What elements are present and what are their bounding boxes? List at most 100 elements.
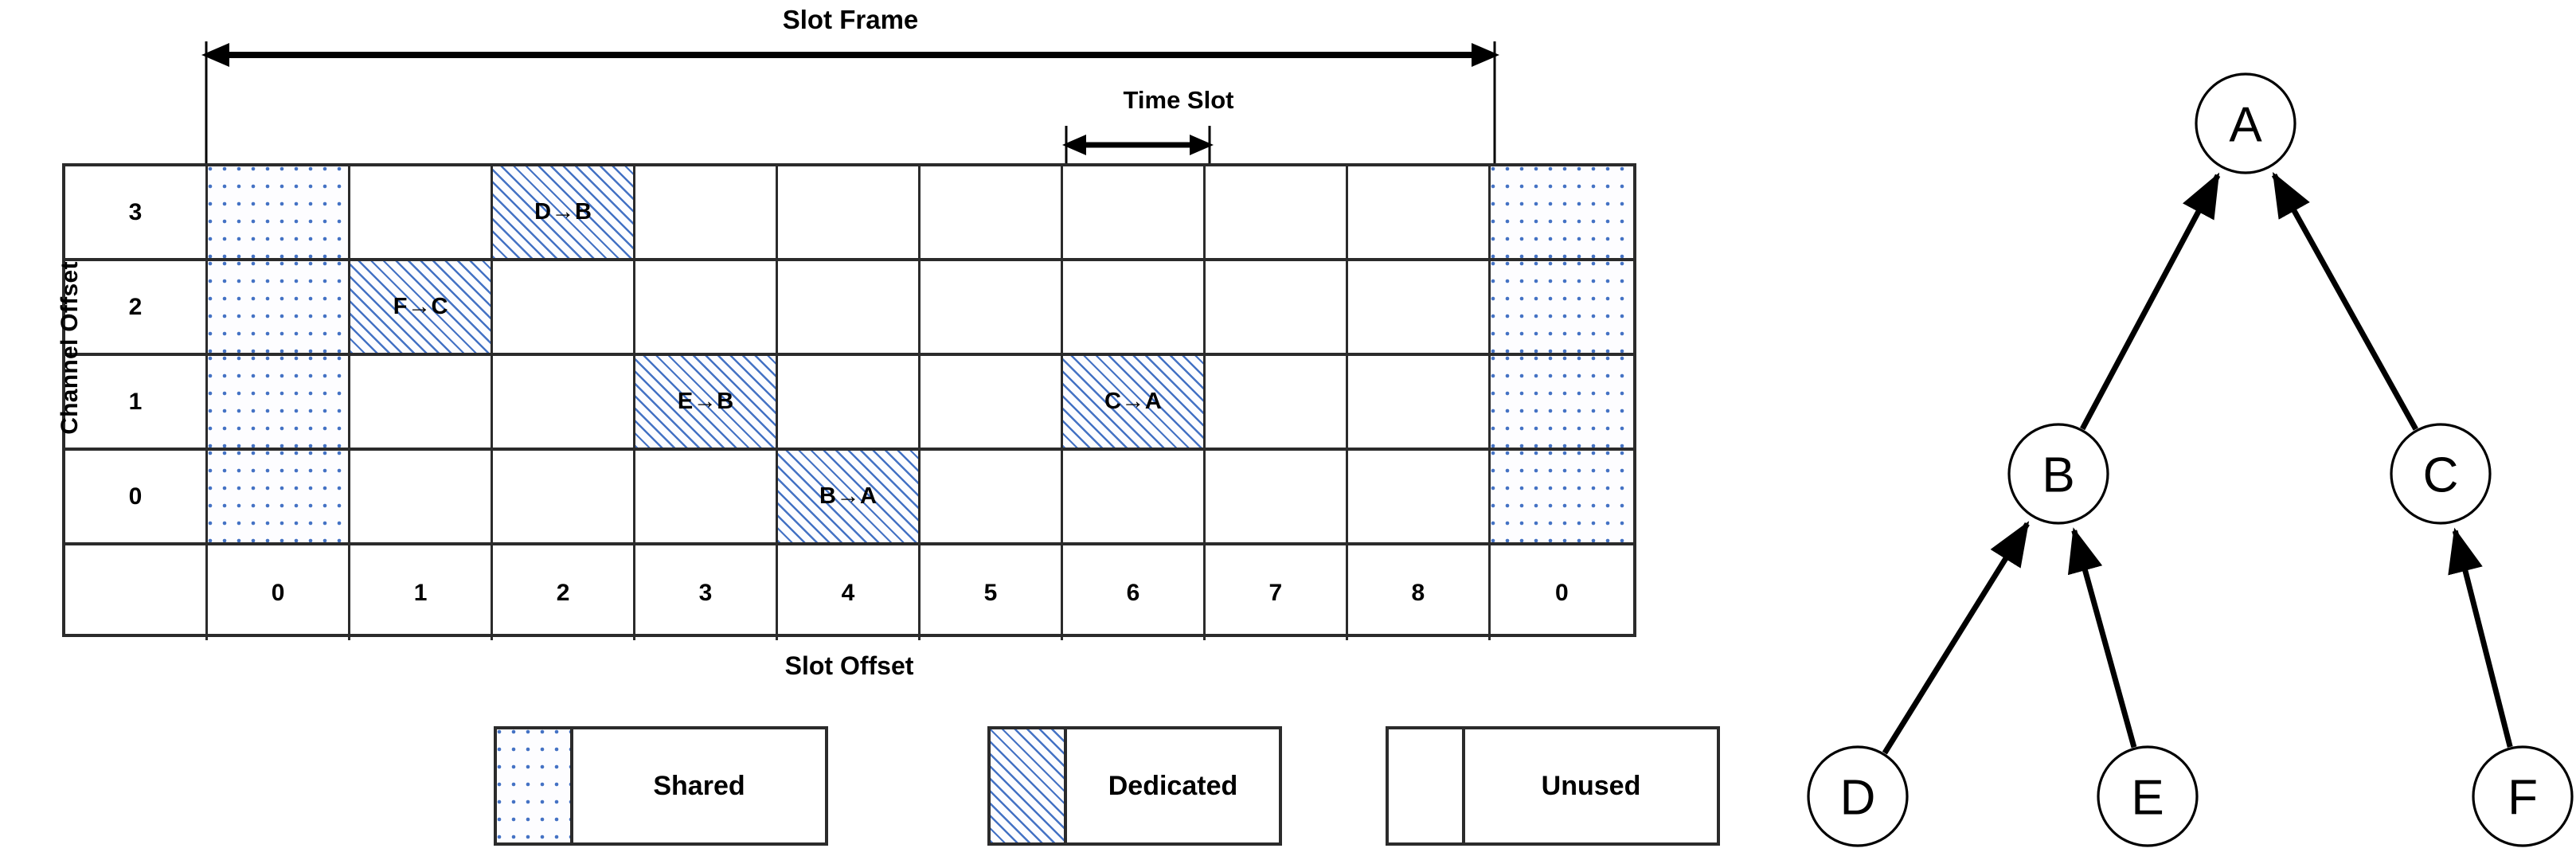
tree-edge-F-to-C xyxy=(2448,527,2513,748)
time-slot-arrow xyxy=(1062,126,1214,163)
matrix-row: 1 E→B C→A xyxy=(65,356,1634,451)
schedule-cell-ch1-slot7[interactable] xyxy=(1206,356,1349,448)
cell-link-label: B→A xyxy=(819,483,878,509)
cell-link-label: E→B xyxy=(677,389,734,414)
slot-offset-label-0: 0 xyxy=(208,545,351,640)
schedule-cell-ch0-slot2[interactable] xyxy=(493,451,636,542)
schedule-cell-ch1-slot3[interactable]: E→B xyxy=(635,356,779,448)
slot-offset-label-3: 3 xyxy=(635,545,779,640)
schedule-cell-ch1-slot8[interactable] xyxy=(1348,356,1491,448)
cell-link-label: C→A xyxy=(1104,389,1163,414)
channel-offset-label-0: 0 xyxy=(65,451,209,542)
tree-node-circle-E xyxy=(2097,745,2199,847)
schedule-cell-ch2-slot9[interactable] xyxy=(1491,261,1634,353)
schedule-cell-ch0-slot9[interactable] xyxy=(1491,451,1634,542)
schedule-cell-ch2-slot5[interactable] xyxy=(921,261,1064,353)
channel-offset-label-2: 2 xyxy=(65,261,209,353)
legend-swatch-shared xyxy=(497,729,573,842)
slot-frame-label: Slot Frame xyxy=(782,5,919,34)
tree-edge-D-to-B xyxy=(1882,521,2030,755)
legend-item-shared: Shared xyxy=(494,726,828,846)
slot-offset-label-9: 0 xyxy=(1554,579,1569,606)
tree-node-B[interactable]: B xyxy=(2007,423,2109,525)
schedule-cell-ch3-slot9[interactable] xyxy=(1491,166,1634,258)
schedule-cell-ch3-slot4[interactable] xyxy=(778,166,921,258)
routing-tree-graph: A B C D E F xyxy=(1807,72,2574,847)
tree-node-F[interactable]: F xyxy=(2472,745,2574,847)
schedule-cell-ch2-slot8[interactable] xyxy=(1348,261,1491,353)
matrix-row: 0 B→A xyxy=(65,451,1634,545)
schedule-cell-ch1-slot4[interactable] xyxy=(778,356,921,448)
tree-node-circle-D xyxy=(1807,745,1909,847)
schedule-cell-ch3-slot1[interactable] xyxy=(350,166,494,258)
channel-offset-label-3: 3 xyxy=(65,166,209,258)
schedule-cell-ch2-slot7[interactable] xyxy=(1206,261,1349,353)
schedule-cell-ch3-slot5[interactable] xyxy=(921,166,1064,258)
routing-tree-panel: A B C D E F xyxy=(1688,0,2576,860)
channel-offset-axis-title: Channel Offset xyxy=(57,261,83,435)
cell-link-label: F→C xyxy=(393,294,448,319)
slot-offset-label-6: 6 xyxy=(1063,545,1206,640)
matrix-corner-cell xyxy=(65,545,209,640)
tree-node-label-E: E xyxy=(2131,771,2164,826)
legend-swatch-dedicated xyxy=(991,729,1067,842)
time-slot-label: Time Slot xyxy=(1123,86,1234,114)
schedule-cell-ch0-slot6[interactable] xyxy=(1063,451,1206,542)
schedule-cell-ch0-slot5[interactable] xyxy=(921,451,1064,542)
schedule-cell-ch1-slot2[interactable] xyxy=(493,356,636,448)
schedule-cell-ch0-slot4[interactable]: B→A xyxy=(778,451,921,542)
schedule-cell-ch2-slot4[interactable] xyxy=(778,261,921,353)
tree-node-A[interactable]: A xyxy=(2195,72,2297,174)
schedule-cell-ch2-slot3[interactable] xyxy=(635,261,779,353)
legend-item-dedicated: Dedicated xyxy=(987,726,1282,846)
legend-label-dedicated: Dedicated xyxy=(1108,770,1238,801)
schedule-cell-ch0-slot8[interactable] xyxy=(1348,451,1491,542)
schedule-cell-ch3-slot0[interactable] xyxy=(208,166,351,258)
schedule-cell-ch0-slot3[interactable] xyxy=(635,451,779,542)
tree-node-label-F: F xyxy=(2508,771,2538,826)
matrix-row: 3 D→B xyxy=(65,166,1634,261)
schedule-cell-ch3-slot7[interactable] xyxy=(1206,166,1349,258)
tree-node-circle-C xyxy=(2390,423,2492,525)
tree-edge-B-to-A xyxy=(2080,172,2221,431)
legend-label-unused: Unused xyxy=(1541,770,1641,801)
slot-frame-annotation: Slot Frame xyxy=(0,0,1688,167)
schedule-cell-ch1-slot1[interactable] xyxy=(350,356,494,448)
schedule-cell-ch2-slot2[interactable] xyxy=(493,261,636,353)
schedule-cell-ch1-slot9[interactable] xyxy=(1491,356,1634,448)
schedule-cell-ch1-slot0[interactable] xyxy=(208,356,351,448)
schedule-cell-ch0-slot0[interactable] xyxy=(208,451,351,542)
legend-item-unused: Unused xyxy=(1386,726,1720,846)
tree-node-D[interactable]: D xyxy=(1807,745,1909,847)
tree-node-circle-F xyxy=(2472,745,2574,847)
schedule-cell-ch1-slot6[interactable]: C→A xyxy=(1063,356,1206,448)
slot-offset-axis-title: Slot Offset xyxy=(784,651,914,680)
schedule-cell-ch2-slot6[interactable] xyxy=(1063,261,1206,353)
schedule-cell-ch1-slot5[interactable] xyxy=(921,356,1064,448)
slot-frame-arrow xyxy=(201,41,1499,163)
tree-node-circle-B xyxy=(2007,423,2109,525)
slot-offset-label-8: 8 xyxy=(1348,545,1491,640)
schedule-cell-ch3-slot2[interactable]: D→B xyxy=(493,166,636,258)
schedule-cell-ch0-slot1[interactable] xyxy=(350,451,494,542)
legend-swatch-unused xyxy=(1389,729,1465,842)
schedule-cell-ch0-slot7[interactable] xyxy=(1206,451,1349,542)
schedule-cell-ch3-slot3[interactable] xyxy=(635,166,779,258)
channel-offset-label-1: 1 xyxy=(65,356,209,448)
schedule-cell-ch2-slot1[interactable]: F→C xyxy=(350,261,494,353)
tree-node-E[interactable]: E xyxy=(2097,745,2199,847)
slot-offset-label-1: 1 xyxy=(350,545,494,640)
slot-offset-label-2: 2 xyxy=(493,545,636,640)
slot-offset-label-4: 4 xyxy=(778,545,921,640)
tree-node-C[interactable]: C xyxy=(2390,423,2492,525)
schedule-cell-ch3-slot6[interactable] xyxy=(1063,166,1206,258)
tree-node-circle-A xyxy=(2195,72,2297,174)
schedule-cell-ch2-slot0[interactable] xyxy=(208,261,351,353)
tree-node-label-B: B xyxy=(2042,448,2074,503)
tree-edge-E-to-B xyxy=(2067,527,2137,749)
tree-node-label-D: D xyxy=(1840,771,1876,826)
matrix-row: 2 F→C xyxy=(65,261,1634,356)
schedule-cell-ch3-slot8[interactable] xyxy=(1348,166,1491,258)
